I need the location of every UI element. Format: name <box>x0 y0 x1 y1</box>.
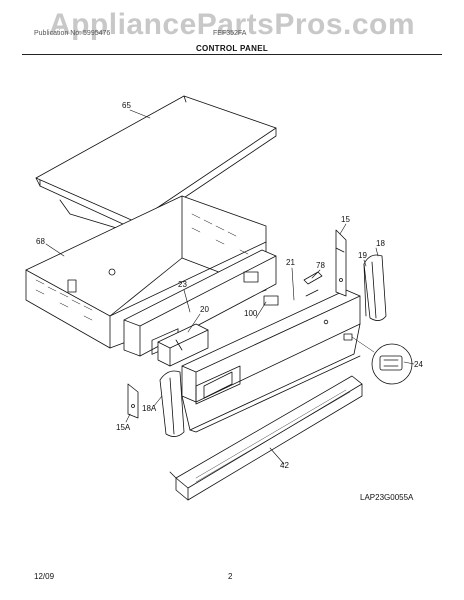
callout-20: 20 <box>200 305 209 314</box>
callout-21: 21 <box>286 258 295 267</box>
callout-23: 23 <box>178 280 187 289</box>
callout-15A: 15A <box>116 423 131 432</box>
callout-18A: 18A <box>142 404 157 413</box>
part-78-clip[interactable] <box>303 271 323 297</box>
model-number: FEF352FA <box>213 30 247 37</box>
callout-65: 65 <box>122 101 131 110</box>
callout-15: 15 <box>341 215 350 224</box>
part-100-switch[interactable] <box>263 295 279 306</box>
callout-18: 18 <box>376 239 385 248</box>
leader-lines <box>45 109 415 465</box>
drawing-code: LAP23G0055A <box>360 493 414 502</box>
watermark: AppliancePartsPros.com <box>48 8 416 41</box>
callout-68: 68 <box>36 237 45 246</box>
callout-78: 78 <box>316 261 325 270</box>
part-18A-left-end-cap[interactable] <box>159 370 185 437</box>
page-title: CONTROL PANEL <box>195 44 269 53</box>
part-65-top-cover[interactable] <box>35 95 277 233</box>
part-20-module[interactable] <box>157 323 209 367</box>
callout-24: 24 <box>414 360 423 369</box>
page-number: 2 <box>228 572 233 581</box>
part-42-trim-rail[interactable] <box>169 375 363 501</box>
callout-100: 100 <box>244 309 258 318</box>
part-23-bracket[interactable] <box>123 249 277 357</box>
part-15A-left-bracket[interactable] <box>127 383 139 419</box>
part-18-right-end-cap[interactable] <box>363 254 387 321</box>
publication-number: Publication No: 5995476 <box>34 30 111 37</box>
header-rule <box>22 54 442 55</box>
part-15-right-bracket[interactable] <box>335 229 347 297</box>
callout-42: 42 <box>280 461 289 470</box>
footer-date: 12/09 <box>34 572 55 581</box>
part-24-connector[interactable] <box>343 333 413 385</box>
callout-19: 19 <box>358 251 367 260</box>
